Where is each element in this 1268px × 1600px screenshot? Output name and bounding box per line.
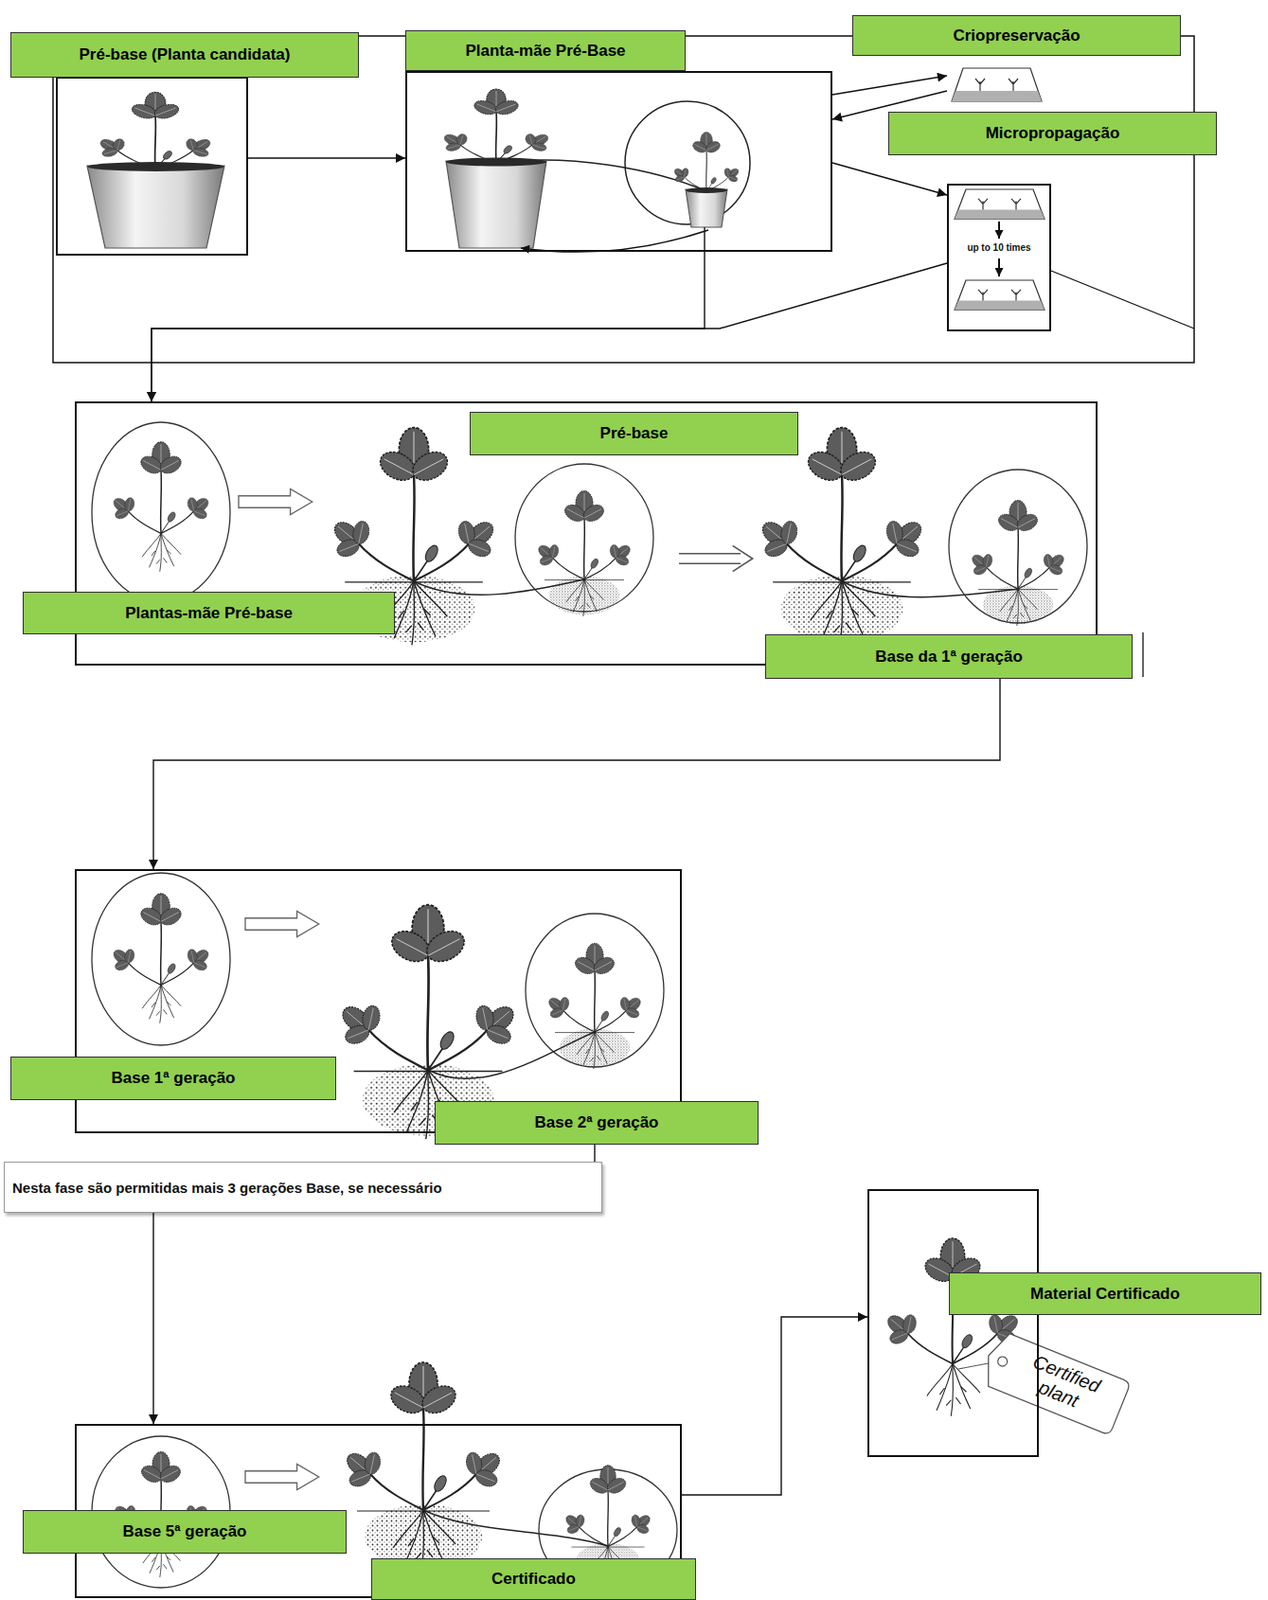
green-label: Micropropagação [888,111,1217,156]
plant-tag [978,1329,1132,1436]
certified-frame: Material Certificado [867,1189,1039,1458]
micropropagation-cycle [954,189,1195,329]
green-label: Base 1ª geração [10,1056,337,1101]
flow-arrow [681,1317,868,1496]
green-label: Planta-mãe Pré-Base [405,30,686,72]
flow-arrow [248,157,406,159]
flow-arrow [151,263,947,402]
note-box: Nesta fase são permitidas mais 3 geraçõe… [3,1161,603,1214]
candidate-frame: Pré-base (Planta candidata) [55,76,249,256]
flow-arrow [832,75,947,95]
potted-plant [87,91,225,249]
flow-arrow [832,162,947,196]
tag-text: Certified plant [1005,1344,1119,1425]
flow-arrow [152,1213,154,1425]
base5-frame: Base 5ª geraçãoCertificado [74,1424,682,1599]
green-label: Material Certificado [948,1272,1262,1316]
green-label: Pré-base [469,411,799,456]
note-text: Nesta fase são permitidas mais 3 geraçõe… [12,1179,443,1197]
prebase-frame: Pré-basePlantas-mãe Pré-baseBase da 1ª g… [74,401,1098,666]
micro-frame: Micropropagação [946,183,1052,332]
mother-plant-pots [435,89,751,252]
certified-plant [876,1238,1131,1436]
flow-arrow [153,665,1001,870]
green-label: Base 2ª geração [434,1101,759,1145]
cryo-group: Criopreservação [946,15,1181,107]
green-label: Certificado [371,1558,697,1600]
green-label: Base da 1ª geração [765,634,1133,679]
mother-plant-frame: Planta-mãe Pré-Base [405,71,833,252]
base1-frame: Base 1ª geraçãoBase 2ª geração [74,869,682,1134]
cryo-jar [951,68,1042,102]
green-label: Pré-base (Planta candidata) [10,32,359,78]
base5-plants [91,1362,678,1591]
green-label: Plantas-mãe Pré-base [22,591,395,635]
flow-arrow [151,251,705,402]
green-label: Criopreservação [852,15,1181,56]
outer-frame [53,35,1195,363]
green-label: Base 5ª geração [22,1510,347,1554]
repeat-note: up to 10 times [950,241,1048,255]
